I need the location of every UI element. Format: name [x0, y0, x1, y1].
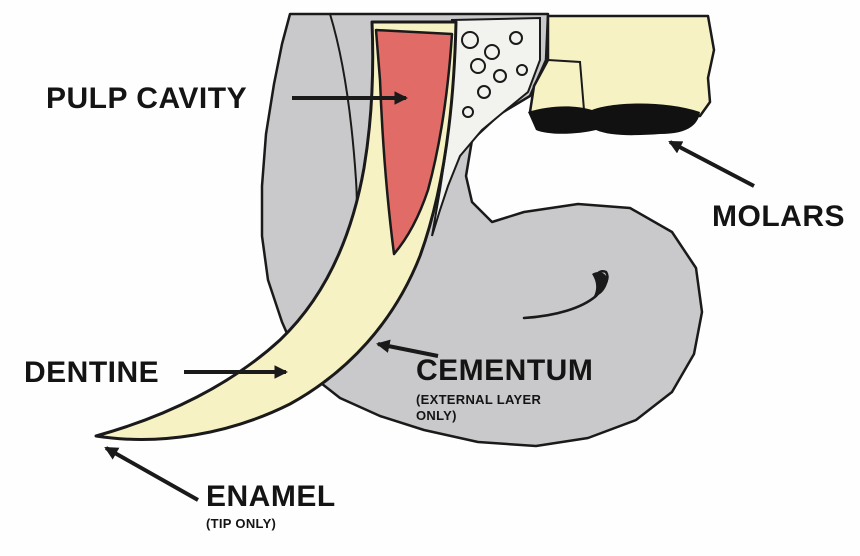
- arrow-icon: [670, 142, 754, 186]
- molar-black-base: [528, 104, 700, 136]
- label-enamel: ENAMEL: [206, 482, 336, 512]
- label-molars: MOLARS: [712, 202, 845, 232]
- label-pulp-cavity: PULP CAVITY: [46, 84, 247, 114]
- label-dentine: DENTINE: [24, 358, 159, 388]
- cementum-note-line2: ONLY): [416, 408, 606, 424]
- label-enamel-note: (TIP ONLY): [206, 516, 276, 532]
- arrow-icon: [106, 448, 198, 500]
- label-cementum-note: (EXTERNAL LAYER ONLY): [416, 392, 606, 424]
- label-cementum: CEMENTUM: [416, 356, 593, 386]
- molar-teeth: [530, 16, 714, 118]
- cementum-note-line1: (EXTERNAL LAYER: [416, 392, 606, 408]
